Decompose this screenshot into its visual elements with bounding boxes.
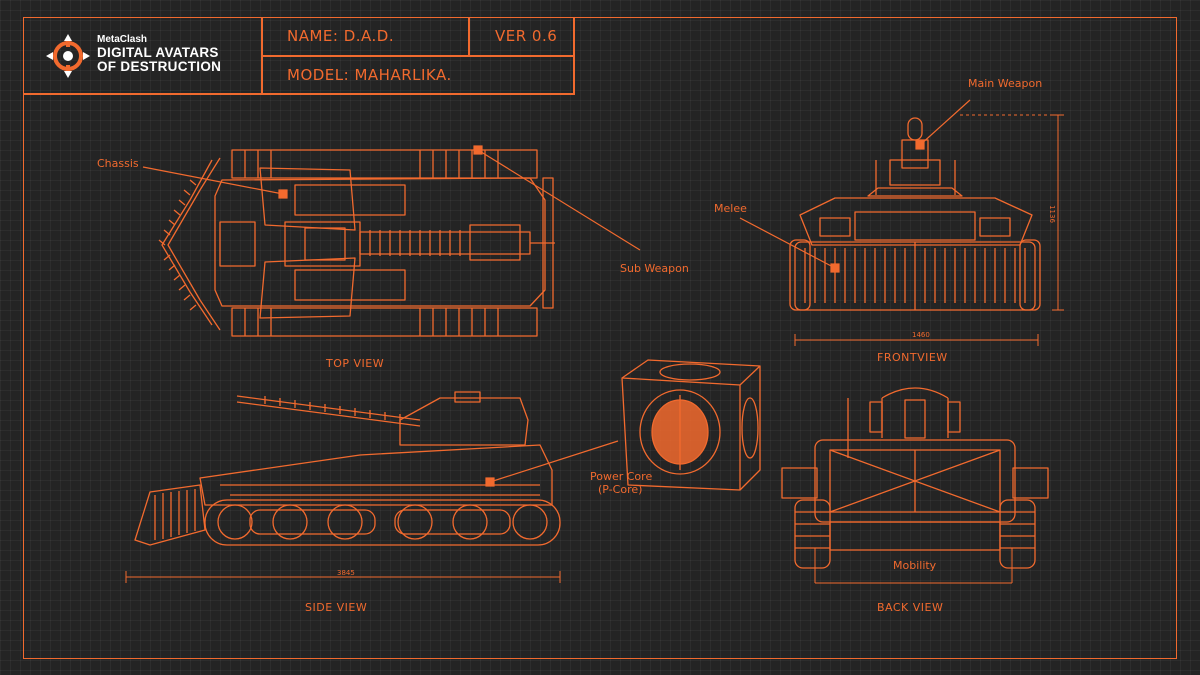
blueprint-frame [23, 17, 1177, 659]
chassis-label: Chassis [97, 157, 139, 170]
power-core-drawing [621, 359, 761, 491]
main-weapon-leader-line [919, 99, 971, 146]
front-view-drawing [789, 117, 1041, 311]
top-view-drawing [158, 149, 555, 337]
side-view-drawing [134, 391, 561, 546]
chassis-leader-line [142, 166, 284, 195]
brand-line-2: OF DESTRUCTION [97, 59, 222, 74]
melee-leader-line [739, 217, 836, 269]
brand-small: MetaClash [97, 34, 148, 45]
brand-title: DIGITAL AVATARS OF DESTRUCTION [97, 46, 221, 74]
mobility-bracket [814, 548, 1013, 584]
side-view-label: SIDE VIEW [305, 601, 368, 614]
chassis-marker [278, 189, 288, 199]
title-block-middle-line [261, 55, 574, 57]
version-field: VER 0.6 [495, 27, 558, 45]
title-block [23, 17, 575, 95]
mobility-label: Mobility [893, 559, 937, 572]
power-core-label-line-1: Power Core [590, 470, 653, 483]
sub-weapon-leader-line [477, 149, 641, 251]
back-view-drawing [781, 387, 1049, 569]
side-length-dimension [125, 571, 561, 583]
power-core-leader-line [489, 440, 619, 483]
front-width-dimension [794, 334, 1039, 346]
title-block-bottom-line [23, 93, 574, 95]
sub-weapon-label: Sub Weapon [620, 262, 689, 275]
melee-label: Melee [714, 202, 747, 215]
main-weapon-marker [915, 140, 925, 150]
top-view-label: TOP VIEW [326, 357, 385, 370]
version-divider [468, 17, 470, 56]
front-view-label: FRONTVIEW [877, 351, 948, 364]
model-field: MODEL: MAHARLIKA. [287, 66, 452, 84]
melee-marker [830, 263, 840, 273]
logo: MetaClash DIGITAL AVATARS OF DESTRUCTION [44, 30, 254, 82]
power-core-label: Power Core (P-Core) [590, 470, 652, 496]
crosshair-logo-icon [46, 34, 90, 78]
brand-line-1: DIGITAL AVATARS [97, 45, 219, 60]
power-core-label-line-2: (P-Core) [598, 483, 643, 496]
side-length-value: 3845 [337, 569, 355, 577]
main-weapon-label: Main Weapon [968, 77, 1043, 90]
front-height-value: 1136 [1047, 205, 1056, 223]
power-core-marker [485, 477, 495, 487]
back-view-label: BACK VIEW [877, 601, 944, 614]
front-width-value: 1460 [912, 331, 930, 339]
name-field: NAME: D.A.D. [287, 27, 395, 45]
sub-weapon-marker [473, 145, 483, 155]
